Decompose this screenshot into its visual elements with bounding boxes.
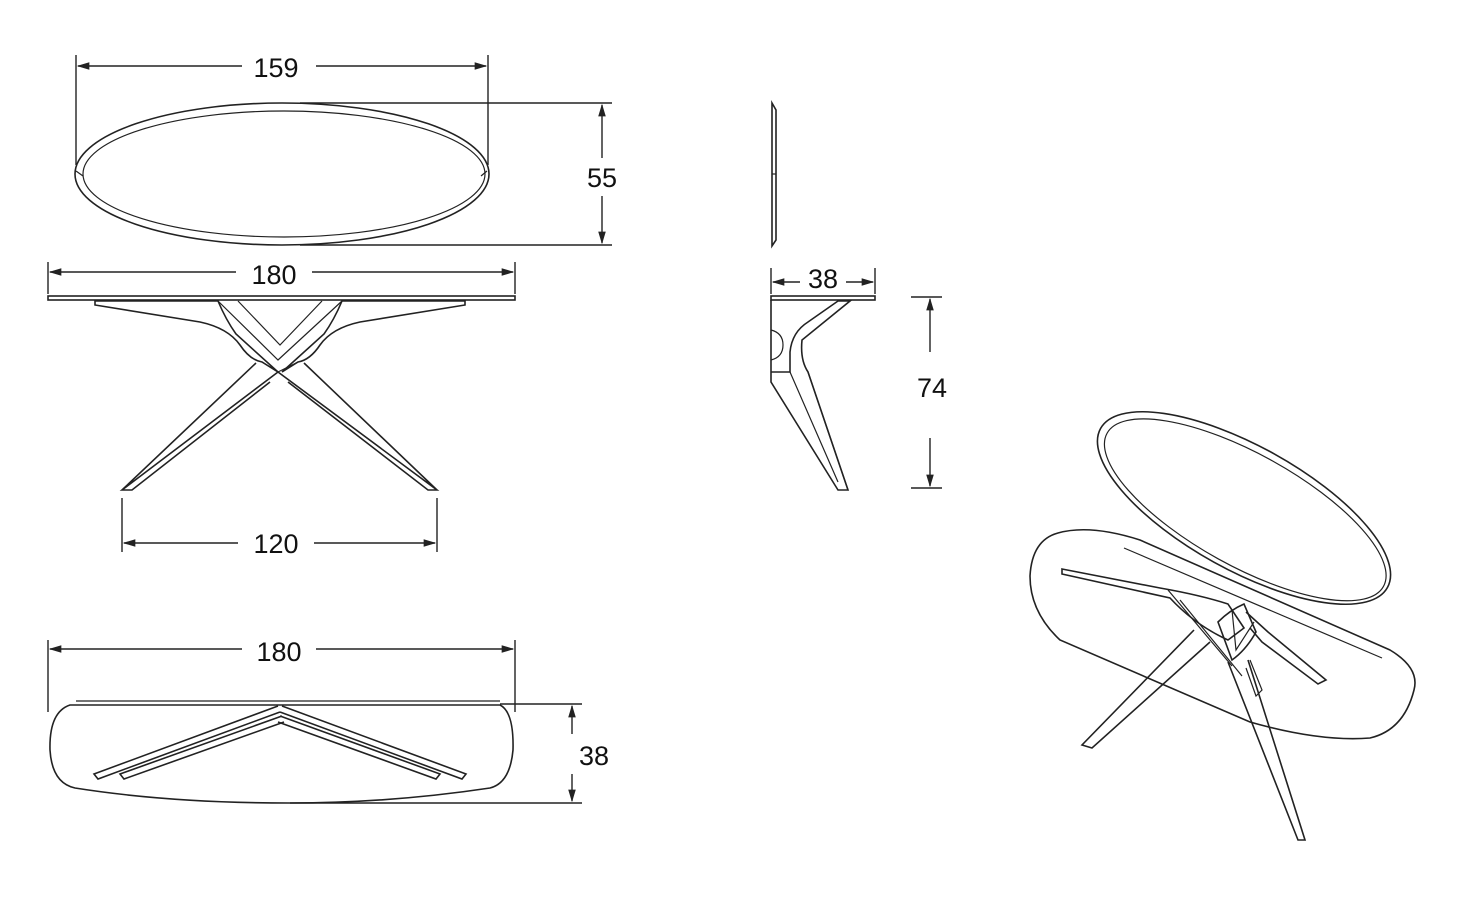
base-left-leg <box>119 362 279 491</box>
side-view: 38 74 <box>770 99 947 491</box>
iso-leg-front-left <box>1080 629 1211 749</box>
dimension-side-depth: 38 <box>770 264 876 294</box>
top-view: 159 55 <box>74 53 617 246</box>
iso-base-left-arm <box>1061 568 1246 641</box>
bottom-view: 180 38 <box>47 637 609 804</box>
base-side-profile <box>770 300 853 491</box>
iso-base-right-arm <box>1245 611 1328 685</box>
base-right-leg <box>277 362 440 491</box>
iso-tabletop-inner <box>1103 418 1387 602</box>
dimension-label-159: 159 <box>253 53 298 83</box>
dimension-label-38-bottom: 38 <box>579 741 609 771</box>
iso-base-center <box>1217 602 1257 662</box>
tabletop-bottom-outline <box>49 704 514 804</box>
dimension-label-38-side: 38 <box>808 264 838 294</box>
tabletop-edge <box>47 295 516 301</box>
base-right-arm <box>281 300 466 373</box>
base-center-v <box>217 300 343 361</box>
front-view: 180 120 <box>47 260 516 559</box>
base-bottom-right-arms <box>277 705 468 780</box>
iso-leg-front-right <box>1227 659 1307 841</box>
tabletop-side-profile <box>771 99 777 249</box>
dimension-front-width: 180 <box>47 260 516 294</box>
dimension-leg-span: 120 <box>121 498 438 559</box>
dimension-bottom-width: 180 <box>47 637 516 712</box>
tabletop-inner-outline <box>82 110 486 238</box>
dimension-bottom-depth: 38 <box>290 703 609 804</box>
dimension-side-height: 74 <box>911 296 947 489</box>
dimension-label-120: 120 <box>253 529 298 559</box>
dimension-label-180-bottom: 180 <box>256 637 301 667</box>
iso-base-plate <box>1029 529 1416 740</box>
tabletop-outer-outline <box>74 102 490 246</box>
tabletop-side-edge <box>770 295 876 301</box>
base-left-arm <box>94 300 279 373</box>
dimension-label-180-front: 180 <box>251 260 296 290</box>
dimension-top-width: 159 <box>75 53 489 165</box>
iso-leg-back-left <box>1167 589 1243 677</box>
dimension-label-55: 55 <box>587 163 617 193</box>
iso-leg-back-right <box>1245 659 1263 698</box>
isometric-view <box>1029 410 1416 841</box>
dimension-label-74: 74 <box>917 373 947 403</box>
base-bottom-left-arms <box>92 705 285 780</box>
iso-tabletop-outer <box>1096 410 1392 606</box>
dimension-top-depth: 55 <box>300 102 617 246</box>
